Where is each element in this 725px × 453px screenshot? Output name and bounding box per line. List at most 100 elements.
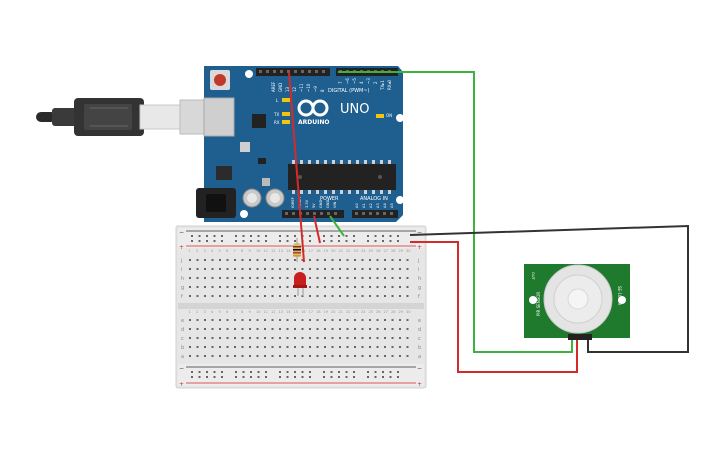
row-letter: i [418,267,419,273]
digital-pin-label: 7 [338,81,343,84]
row-letter: c [418,336,421,342]
column-number: 10 [256,249,261,253]
column-number: 3 [204,249,206,253]
column-number: 25 [369,249,374,253]
rail-minus-label: − [179,229,184,236]
row-letter: b [418,345,421,351]
column-number: 13 [279,310,284,314]
column-number: 8 [241,310,244,314]
gnd-pin-label: GND [319,200,323,208]
wire-red-5v[interactable] [313,215,321,244]
analog-pin-label: A5 [390,203,394,208]
column-number: 18 [316,310,321,314]
arduino-uno-board[interactable]: ARDUINO UNO DIGITAL (PWM~) POWER ANALOG … [196,66,404,222]
column-number: 4 [211,310,214,314]
column-number: 14 [286,310,291,314]
reset-button-cap[interactable] [214,74,226,86]
wire-green-signal[interactable] [338,71,573,353]
column-number: 27 [384,310,389,314]
pir-pins[interactable] [568,334,592,340]
column-number: 21 [339,249,344,253]
model-label: UNO [340,102,369,117]
column-number: 15 [294,310,299,314]
l-label: L [276,98,279,103]
row-letter: j [180,258,182,264]
column-number: 11 [264,249,269,253]
wire-red-led[interactable] [288,71,305,263]
aref-pin-label: AREF [271,81,276,92]
column-number: 20 [331,249,336,253]
column-number: 17 [309,249,314,253]
breadboard[interactable]: − + − + − + − + j i h g f e d c b a j i … [175,225,427,389]
analog-pin-label: A4 [383,203,387,208]
column-number: 1 [189,310,191,314]
column-number: 12 [271,249,276,253]
tx-label: TX [273,112,279,117]
digital-pin-label: RX◂0 [387,79,392,90]
rail-plus-label: + [417,244,422,251]
column-number: 10 [256,310,261,314]
column-number: 29 [399,249,404,253]
analog-pin-label: A3 [376,203,380,208]
usb-cable[interactable] [36,98,237,136]
row-letter: f [181,294,183,300]
column-number: 29 [399,310,404,314]
pir-label-left: PIR SENSOR [536,292,541,316]
row-letter: h [181,276,184,282]
ioref-pin-label: IOREF [291,197,295,208]
column-number: 30 [406,249,411,253]
column-number: 12 [271,310,276,314]
column-number: 19 [324,310,329,314]
column-number: 19 [324,249,329,253]
column-number: 9 [249,249,252,253]
wire-black-gnd[interactable] [409,224,689,353]
row-letter: e [181,318,184,324]
digital-pin-label: 12 [292,86,297,92]
rail-minus-label: − [179,365,184,372]
column-number: 28 [391,249,396,253]
column-number: 7 [234,249,236,253]
wires[interactable] [288,71,689,373]
column-number: 21 [339,310,344,314]
column-number: 22 [346,310,351,314]
rail-plus-label: + [179,381,184,388]
analog-pin-label: A0 [355,203,359,208]
column-number: 23 [354,249,359,253]
digital-pin-label: ~3 [366,78,371,84]
red-led[interactable] [293,272,307,296]
column-number: 5 [219,310,221,314]
pir-label-right: SE-10 PIR [617,286,622,305]
column-number: 8 [241,249,244,253]
analog-header-label: ANALOG IN [360,196,388,202]
digital-pin-label: ~5 [352,78,357,84]
column-number: 24 [361,249,366,253]
digital-pin-label: ~11 [299,83,304,92]
analog-header[interactable] [352,210,398,218]
rail-minus-label: − [417,365,422,372]
3v3-pin-label: 3.3V [305,199,309,208]
wire-green-gnd[interactable] [329,215,345,237]
column-number: 13 [279,249,284,253]
column-number: 1 [189,249,191,253]
arduino-logo-icon [297,99,329,117]
digital-header-left[interactable] [256,68,330,76]
rx-label: RX [274,120,280,125]
resistor[interactable] [293,238,301,262]
column-number: 16 [301,310,306,314]
pir-sensor[interactable]: PIR SENSOR SE-10 PIR OUT [524,264,630,340]
digital-header-label: DIGITAL (PWM~) [328,88,370,94]
column-number: 2 [196,310,198,314]
digital-pin-label: 8 [320,89,325,92]
row-letter: f [418,294,420,300]
column-number: 5 [219,249,221,253]
column-number: 27 [384,249,389,253]
vin-pin-label: VIN [333,201,337,208]
column-number: 6 [226,249,229,253]
wire-red-power[interactable] [410,241,578,373]
pir-pin-label: OUT [531,272,535,280]
analog-pin-label: A2 [369,203,373,208]
digital-pin-label: ~9 [313,86,318,92]
row-letter: i [181,267,182,273]
column-number: 24 [361,310,366,314]
